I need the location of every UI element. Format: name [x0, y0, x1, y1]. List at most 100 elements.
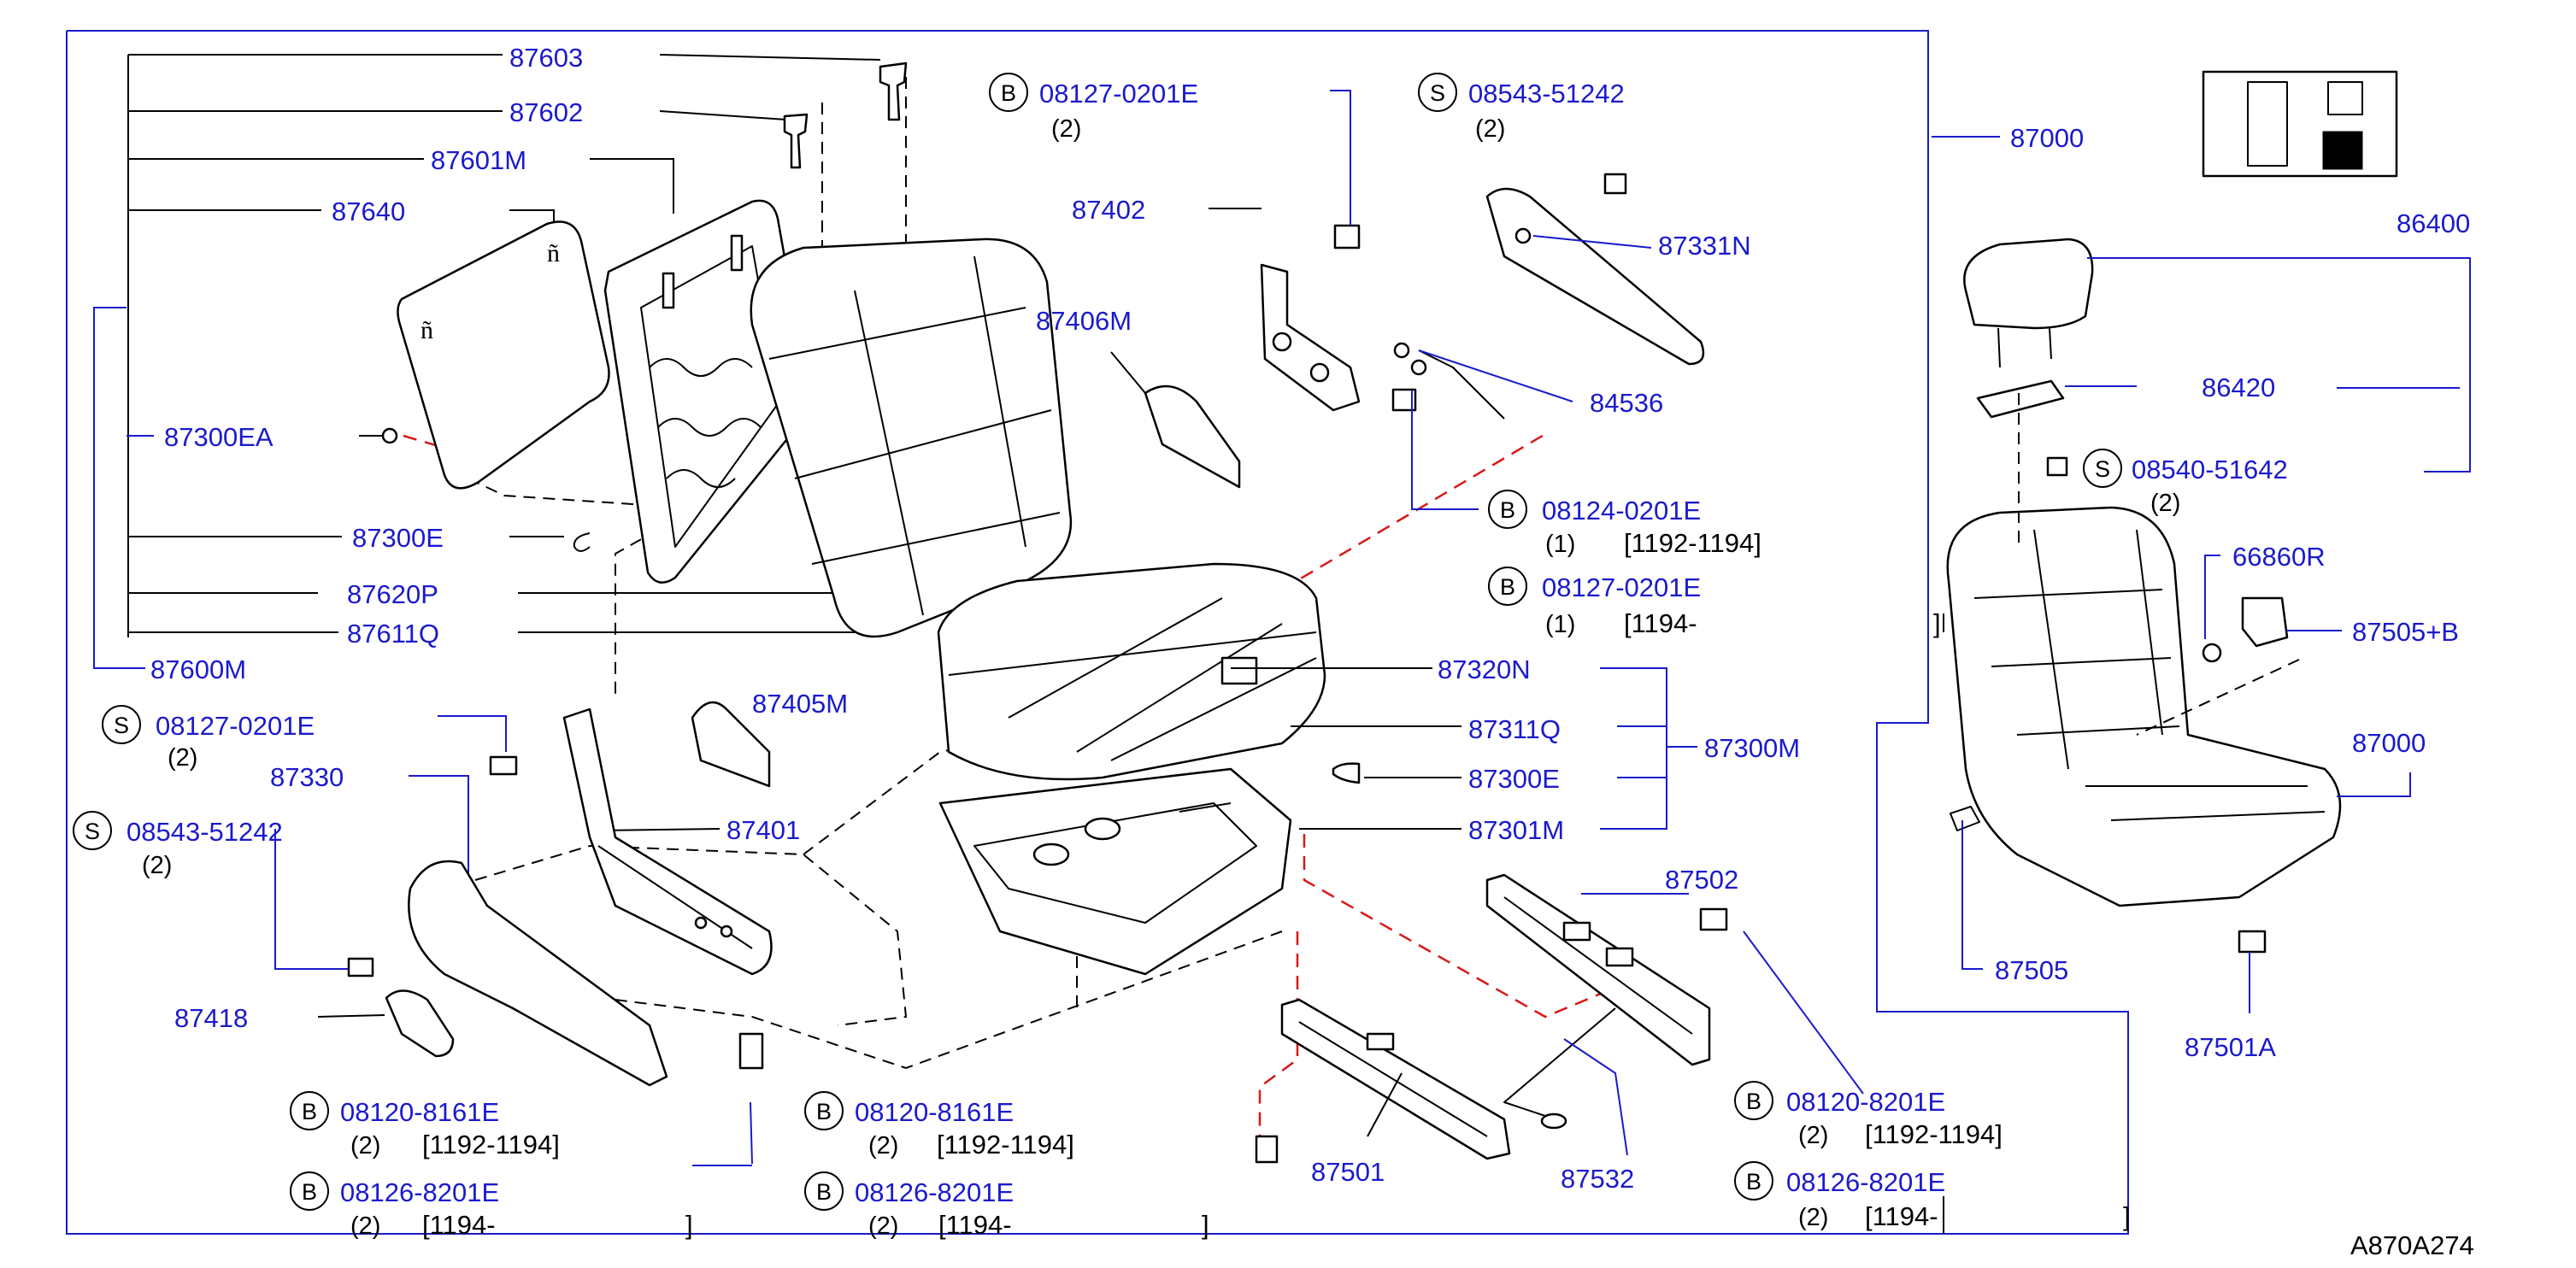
fastener-range-f6: [1194- [938, 1210, 1012, 1240]
fastener-type-f8: S [1430, 80, 1445, 106]
fastener-qty-f5: (2) [868, 1132, 898, 1159]
fastener-part-f1: 08127-0201E [156, 711, 315, 741]
cover-87331N [1485, 187, 1705, 366]
fastener-part-f13: 08540-51642 [2132, 455, 2288, 484]
fastener-range-close-f6: ] [1202, 1210, 1209, 1240]
fastener-qty-f9: (1) [1545, 531, 1575, 558]
wire-87532 [1503, 1007, 1616, 1130]
label-87601M: 87601M [431, 145, 526, 175]
label-87532: 87532 [1561, 1164, 1634, 1194]
fastener-qty-f11: (2) [1798, 1122, 1828, 1149]
fastener-range-close-f4: ] [685, 1210, 693, 1240]
label-87330: 87330 [270, 762, 344, 792]
fastener-range-close-f12: ] [2123, 1201, 2131, 1231]
fastener-part-f10: 08127-0201E [1542, 572, 1701, 602]
bolt-87501A [2238, 930, 2267, 954]
fastener-range-f10: [1194- [1624, 608, 1697, 638]
fastener-range-f3: [1192-1194] [422, 1130, 560, 1159]
fastener-part-f8: 08543-51242 [1468, 79, 1625, 109]
knob-87418 [385, 989, 455, 1058]
fastener-type-f7: B [1001, 80, 1016, 106]
part-labels: 87603 87602 87601M 87640 87300EA 87300E … [150, 43, 2470, 1194]
fastener-range-close-f10: ] [1933, 608, 1941, 638]
leaders-right [1932, 136, 2471, 1234]
vehicle-location-icon [2202, 70, 2398, 178]
label-66860R: 66860R [2232, 542, 2326, 572]
clip-87505 [1950, 806, 1980, 831]
label-87000-b: 87000 [2352, 728, 2426, 758]
label-87640: 87640 [332, 197, 405, 226]
label-87320N: 87320N [1438, 655, 1531, 684]
label-87301M: 87301M [1468, 815, 1564, 845]
label-87502: 87502 [1665, 865, 1738, 895]
fastener-type-f12: B [1746, 1169, 1761, 1195]
svg-text:ñ: ñ [421, 316, 433, 344]
label-87331N: 87331N [1658, 231, 1751, 261]
label-87501: 87501 [1311, 1157, 1385, 1187]
label-87505-b: 87505+B [2352, 617, 2459, 647]
hook-87300E [573, 532, 591, 552]
label-87402: 87402 [1072, 195, 1145, 225]
recliner-87401 [562, 707, 773, 976]
label-87501A: 87501A [2185, 1032, 2276, 1062]
fastener-range-f5: [1192-1194] [937, 1130, 1074, 1159]
label-87405M: 87405M [752, 689, 848, 719]
rail-87501 [1280, 998, 1511, 1160]
fastener-type-f3: B [302, 1099, 317, 1124]
label-87300E-b: 87300E [1468, 764, 1560, 794]
hook-87300E-b [1332, 762, 1361, 784]
bracket-87402 [1260, 263, 1361, 412]
fastener-type-f6: B [816, 1179, 832, 1205]
fastener-part-f3: 08120-8161E [340, 1097, 499, 1127]
pins [783, 62, 908, 169]
rail-87502 [1485, 873, 1711, 1066]
screws-centre [1333, 173, 1627, 412]
fastener-qty-f7: (2) [1051, 115, 1081, 143]
fastener-qty-f6: (2) [868, 1212, 898, 1240]
fastener-type-f9: B [1500, 497, 1515, 523]
fastener-part-f5: 08120-8161E [855, 1097, 1014, 1127]
fastener-part-f7: 08127-0201E [1039, 79, 1198, 109]
fastener-qty-f12: (2) [1798, 1204, 1828, 1231]
knob-87505-b [2202, 596, 2289, 663]
fastener-range-f9: [1192-1194] [1624, 528, 1761, 558]
fastener-type-f1: S [114, 713, 129, 738]
label-87505: 87505 [1995, 955, 2068, 985]
fastener-qty-f1: (2) [168, 744, 197, 772]
label-87000-a: 87000 [2010, 123, 2084, 153]
fastener-labels: S 08127-0201E (2) S 08543-51242 (2) B 08… [73, 73, 2288, 1240]
fastener-qty-f2: (2) [142, 852, 172, 879]
label-86420: 86420 [2202, 373, 2275, 402]
seat-cushion [937, 562, 1326, 781]
label-87300M: 87300M [1704, 733, 1800, 763]
label-84536: 84536 [1590, 388, 1663, 418]
fastener-qty-f10: (1) [1545, 611, 1575, 638]
fastener-qty-f8: (2) [1475, 115, 1505, 143]
fastener-qty-f4: (2) [350, 1212, 380, 1240]
label-87620P: 87620P [347, 579, 438, 609]
fastener-type-f10: B [1500, 574, 1515, 600]
cover-87406M [1144, 385, 1241, 489]
fastener-type-f13: S [2095, 456, 2110, 482]
diagram-code: A870A274 [2350, 1230, 2474, 1260]
fastener-part-f11: 08120-8201E [1786, 1087, 1945, 1117]
leaders-centre [1231, 667, 1697, 830]
label-87300EA: 87300EA [164, 422, 273, 452]
label-87600M: 87600M [150, 655, 246, 684]
fastener-type-f11: B [1746, 1089, 1761, 1114]
fastener-part-f12: 08126-8201E [1786, 1167, 1945, 1197]
label-87406M: 87406M [1036, 306, 1132, 336]
recliner-87405M [691, 701, 771, 788]
full-seat-87000 [1946, 506, 2342, 907]
label-87611Q: 87611Q [347, 619, 439, 649]
fastener-type-f4: B [302, 1179, 317, 1205]
screw-08540 [2046, 456, 2068, 477]
svg-text:ñ: ñ [547, 239, 560, 267]
leaders-upper-centre [1110, 90, 1652, 510]
main-frame [66, 30, 2129, 1235]
fastener-range-f11: [1192-1194] [1865, 1119, 2003, 1149]
fastener-qty-f3: (2) [350, 1132, 380, 1159]
seat-back-group-lines [93, 54, 503, 669]
leaders-rails [1367, 893, 1864, 1156]
